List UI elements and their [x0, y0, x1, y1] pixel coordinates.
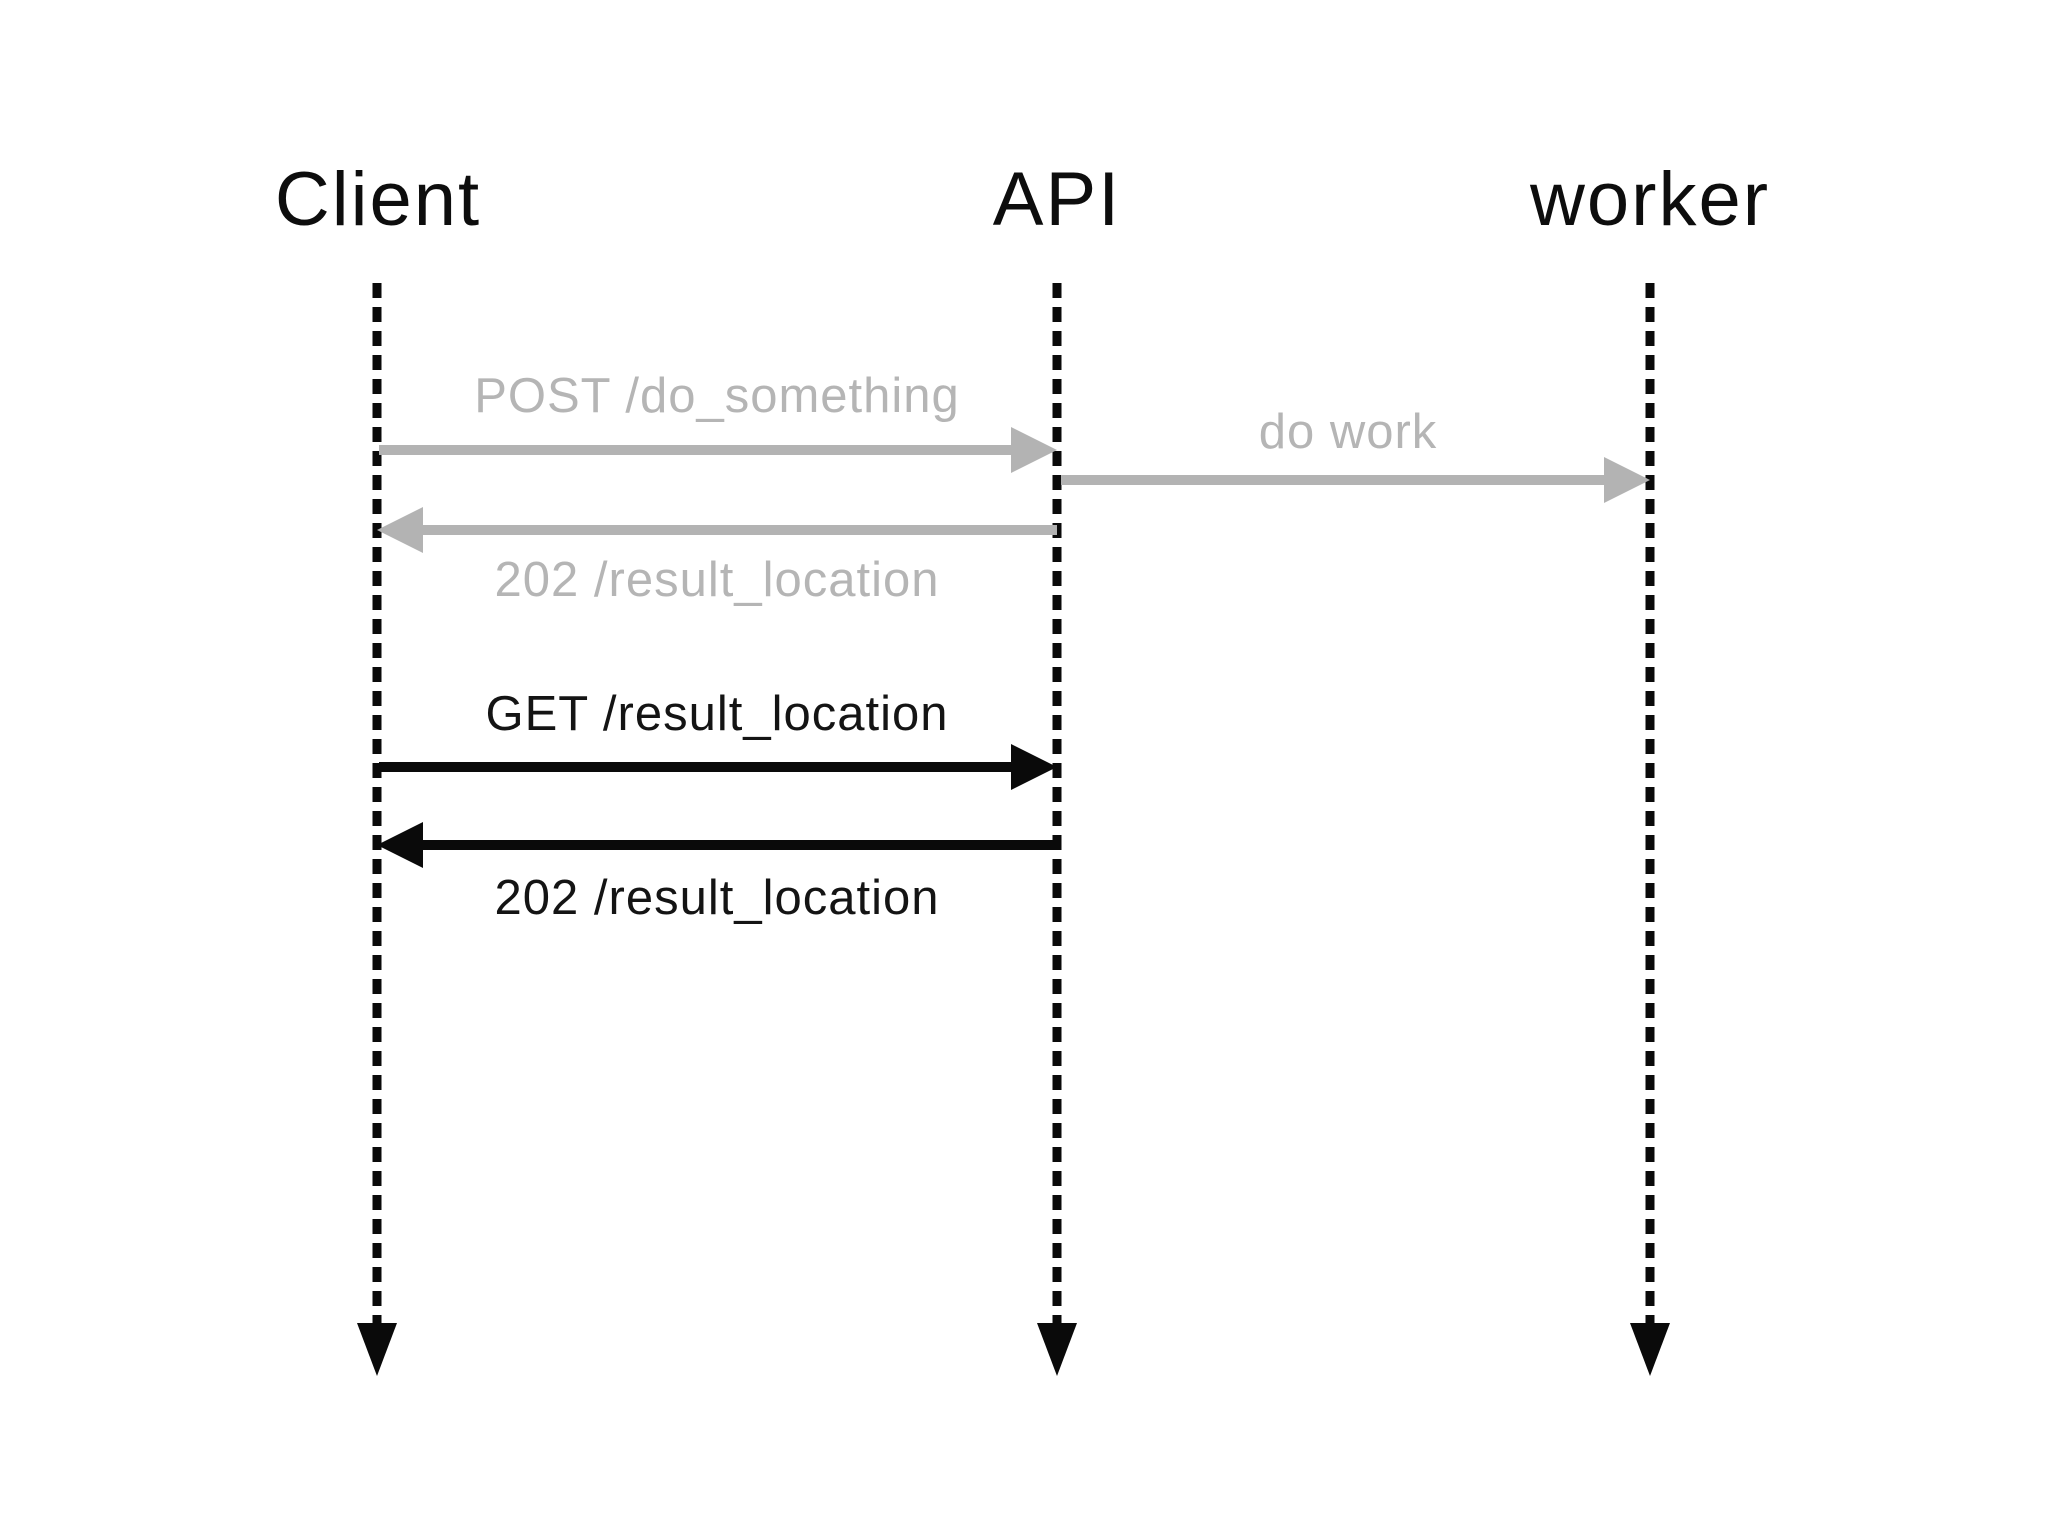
- message-arrow-202-result-location-muted: [420, 525, 1057, 535]
- lifeline-arrow-down-icon-api: [1037, 1323, 1077, 1376]
- arrow-right-icon-post: [1011, 427, 1057, 473]
- lifeline-arrow-down-icon-worker: [1630, 1323, 1670, 1376]
- actor-label-client: Client: [274, 157, 482, 242]
- message-label-202-result-location-muted: 202 /result_location: [494, 553, 940, 607]
- message-label-get-result-location: GET /result_location: [485, 687, 949, 741]
- arrow-left-icon-202-muted: [377, 507, 423, 553]
- message-label-post-do-something: POST /do_something: [474, 369, 960, 423]
- message-arrow-202-result-location-active: [420, 840, 1057, 850]
- arrow-right-icon-do-work: [1604, 457, 1650, 503]
- message-arrow-post-do-something: [379, 445, 1016, 455]
- lifeline-client: [372, 283, 382, 1323]
- message-label-do-work: do work: [1258, 405, 1438, 459]
- lifeline-api: [1052, 283, 1062, 1323]
- actor-label-worker: worker: [1529, 157, 1771, 242]
- lifeline-worker: [1645, 283, 1655, 1323]
- arrow-left-icon-202-active: [377, 822, 423, 868]
- arrow-right-icon-get: [1011, 744, 1057, 790]
- message-arrow-do-work: [1061, 475, 1607, 485]
- lifeline-arrow-down-icon-client: [357, 1323, 397, 1376]
- message-arrow-get-result-location: [379, 762, 1016, 772]
- message-label-202-result-location-active: 202 /result_location: [494, 871, 940, 925]
- actor-label-api: API: [992, 157, 1122, 242]
